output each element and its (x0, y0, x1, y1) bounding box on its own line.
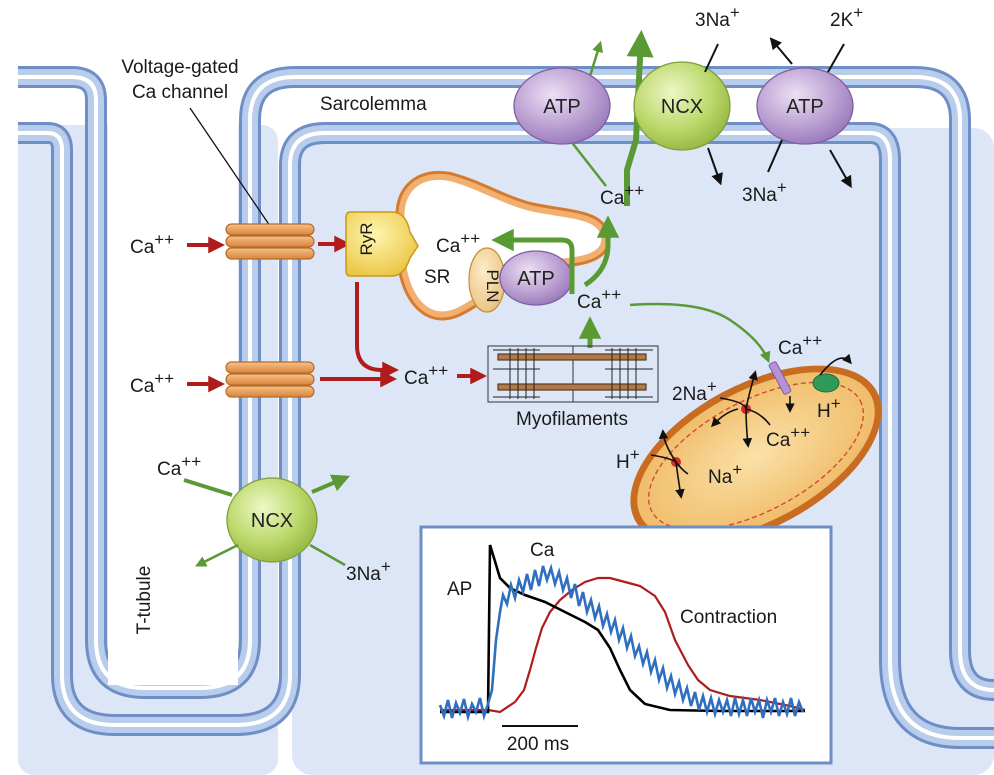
ca-channel-upper (225, 223, 315, 260)
sr-label: SR (424, 267, 450, 288)
mito-2na-label: 2Na+ (672, 377, 717, 405)
inset-ap-label: AP (447, 579, 472, 600)
sarcolemma-atp-pump-left: ATP (513, 67, 611, 145)
3na-top-label: 3Na+ (695, 3, 740, 31)
mito-exchange-arrows (650, 353, 852, 499)
sr-ca-label: Ca++ (436, 229, 480, 257)
ca-label-below-ncx: Ca++ (600, 181, 644, 209)
svg-text:3Na+: 3Na+ (742, 178, 787, 206)
sarcolemma-membrane (18, 66, 994, 749)
sarcolemma-atp-pump-right: ATP (756, 67, 854, 145)
mito-ca-uptake-label: Ca++ (778, 331, 822, 359)
ca-label-myofilament: Ca++ (404, 361, 448, 389)
voltage-gated-label-line2: Ca channel (132, 82, 228, 103)
ca-channel-lower (225, 361, 315, 398)
svg-text:Na+: Na+ (708, 460, 742, 488)
t-tubule-ncx-exchanger: NCX (226, 477, 318, 563)
serca-atp-pump: ATP (499, 250, 573, 306)
svg-text:Ca++: Ca++ (404, 361, 448, 389)
mito-na-label: Na+ (708, 460, 742, 488)
svg-text:2K+: 2K+ (830, 3, 863, 31)
atp-left-label: ATP (543, 96, 580, 118)
pln-label: PLN (483, 269, 502, 302)
sarcolemma-label: Sarcolemma (320, 94, 427, 115)
t-tubule-label: T-tubule (134, 566, 155, 635)
voltage-gated-leader-line (189, 107, 271, 227)
svg-text:2Na+: 2Na+ (672, 377, 717, 405)
ncx-ttubule-3na-label: 3Na+ (346, 557, 391, 585)
svg-text:Ca++: Ca++ (766, 423, 810, 451)
ca-trace (438, 563, 805, 723)
svg-text:Ca++: Ca++ (778, 331, 822, 359)
t-tubule-lumen (108, 95, 238, 685)
ap-trace (440, 544, 805, 714)
inset-contraction-label: Contraction (680, 607, 777, 628)
ca-label-cytosol-center: Ca++ (577, 285, 621, 313)
svg-text:H+: H+ (817, 394, 841, 422)
mito-h-inner-label: H+ (817, 394, 841, 422)
mito-ca-inner-label: Ca++ (766, 423, 810, 451)
svg-text:H+: H+ (616, 445, 640, 473)
mitochondrion (630, 361, 882, 547)
ncx-ttubule-label: NCX (251, 510, 293, 532)
ncx-ttubule-ca-label: Ca++ (157, 452, 201, 480)
inset-scale-label: 200 ms (507, 734, 569, 755)
3na-mid-label: 3Na+ (742, 178, 787, 206)
svg-text:Ca++: Ca++ (436, 229, 480, 257)
svg-text:Ca++: Ca++ (157, 452, 201, 480)
voltage-gated-label-line1: Voltage-gated (121, 57, 238, 78)
sarcolemma-ncx-exchanger: NCX (633, 61, 731, 151)
ryr-label: RyR (357, 222, 376, 255)
svg-text:3Na+: 3Na+ (695, 3, 740, 31)
2k-label: 2K+ (830, 3, 863, 31)
ryr-receptor: RyR (345, 211, 419, 277)
myofilaments (487, 345, 659, 403)
svg-text:Ca++: Ca++ (130, 230, 174, 258)
myofilaments-label: Myofilaments (516, 409, 628, 430)
atp-right-label: ATP (786, 96, 823, 118)
ca-label-left-lower: Ca++ (130, 369, 174, 397)
svg-text:Ca++: Ca++ (130, 369, 174, 397)
serca-atp-label: ATP (517, 268, 554, 290)
ca-label-left-upper: Ca++ (130, 230, 174, 258)
contraction-trace (440, 576, 806, 714)
inset-trace-panel: AP Ca Contraction 200 ms (419, 525, 833, 765)
mito-h-outer-label: H+ (616, 445, 640, 473)
na-k-arrows (704, 37, 852, 189)
svg-text:Ca++: Ca++ (577, 285, 621, 313)
ncx-top-label: NCX (661, 96, 703, 118)
svg-text:Ca++: Ca++ (600, 181, 644, 209)
svg-text:3Na+: 3Na+ (346, 557, 391, 585)
inset-ca-label: Ca (530, 540, 555, 561)
